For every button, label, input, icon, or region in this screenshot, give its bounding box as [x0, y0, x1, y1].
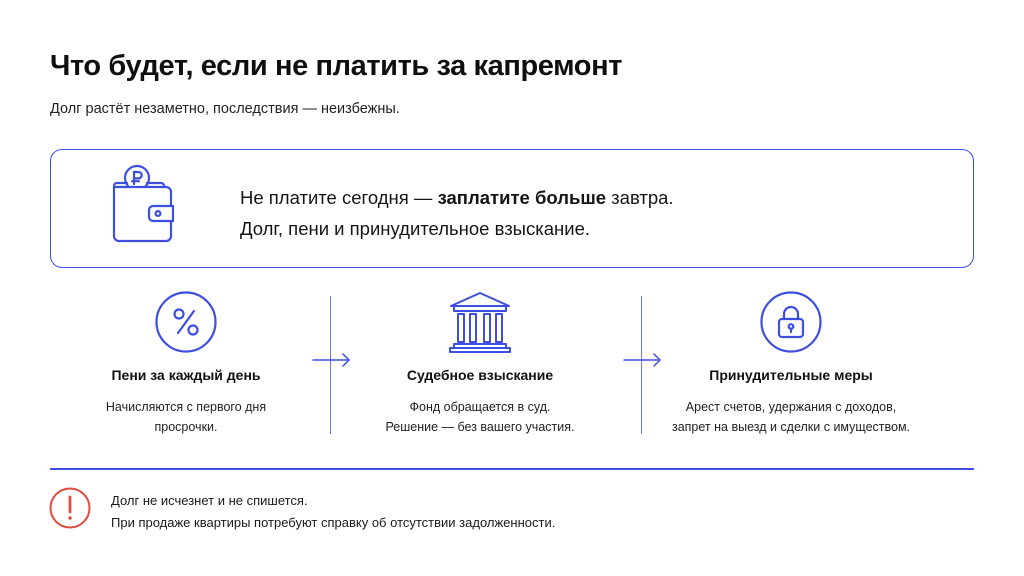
arrow-right-icon — [623, 353, 661, 367]
note-line-2: При продаже квартиры потребуют справку о… — [111, 515, 556, 530]
padlock-icon — [759, 290, 823, 354]
step-penalties: Пени за каждый день Начисляются с первог… — [86, 290, 286, 437]
exclamation-icon — [49, 487, 91, 529]
courthouse-icon — [448, 290, 512, 354]
step-description: Арест счетов, удержания с доходов, запре… — [671, 400, 911, 434]
step-description: Начисляются с первого дня просрочки. — [105, 400, 267, 434]
percent-icon — [154, 290, 218, 354]
note-line-1: Долг не исчезнет и не спишется. — [111, 493, 308, 508]
arrow-right-icon — [312, 353, 350, 367]
wallet-icon — [112, 164, 175, 243]
step-title: Принудительные меры — [709, 367, 873, 383]
section-divider — [50, 468, 974, 470]
page-title: Что будет, если не платить за капремонт — [50, 50, 623, 82]
step-court: Судебное взыскание Фонд обращается в суд… — [380, 290, 580, 437]
callout-emphasis: заплатите больше — [437, 187, 607, 208]
separator-line — [330, 296, 331, 434]
callout-box: Не платите сегодня — заплатите больше за… — [50, 149, 974, 268]
callout-line-1: Не платите сегодня — заплатите больше за… — [240, 187, 674, 208]
separator-line — [641, 296, 642, 434]
step-description: Фонд обращается в суд. Решение — без ваш… — [385, 400, 575, 434]
callout-line-2: Долг, пени и принудительное взыскание. — [240, 218, 591, 239]
callout-text: Не платите сегодня — заплатите больше за… — [240, 182, 674, 244]
step-enforcement: Принудительные меры Арест счетов, удержа… — [660, 290, 922, 437]
step-title: Судебное взыскание — [406, 367, 554, 383]
step-title: Пени за каждый день — [111, 367, 261, 383]
warning-note: Долг не исчезнет и не спишется. При прод… — [111, 490, 555, 534]
page-subtitle: Долг растёт незаметно, последствия — неи… — [50, 101, 400, 117]
